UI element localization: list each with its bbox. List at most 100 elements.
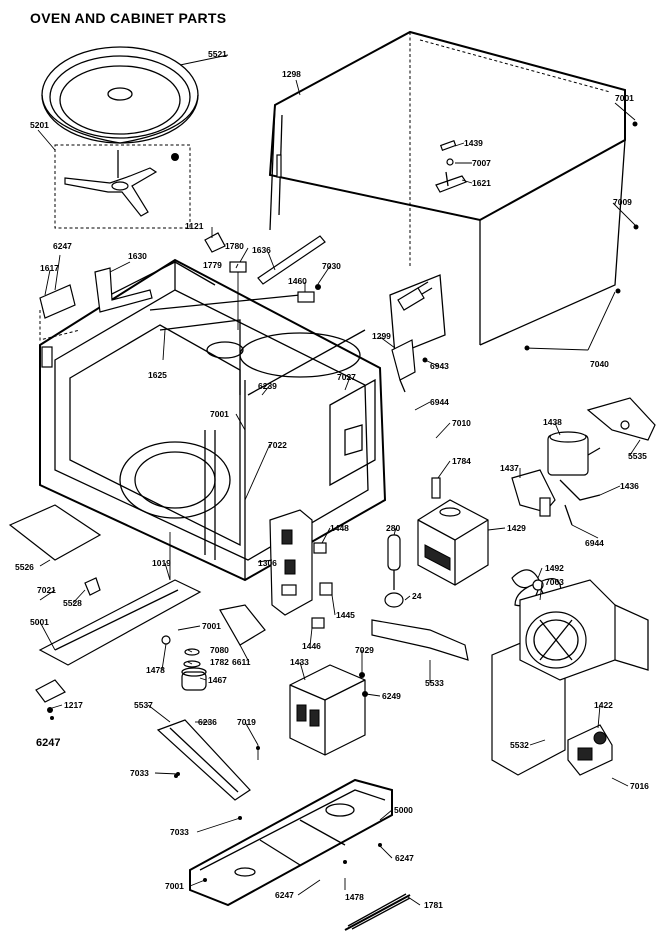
- label-7001-d: 7001: [165, 881, 184, 891]
- label-1299: 1299: [372, 331, 391, 341]
- label-1781: 1781: [424, 900, 443, 910]
- label-1445: 1445: [336, 610, 355, 620]
- turntable-tray: [41, 46, 199, 144]
- label-6236: 6236: [198, 717, 217, 727]
- turntable-motor: [161, 635, 207, 691]
- bracket-6611: [219, 604, 266, 646]
- label-1298: 1298: [282, 69, 301, 79]
- label-7033-b: 7033: [170, 827, 189, 837]
- label-6247-b: 6247: [36, 737, 60, 749]
- label-1217: 1217: [64, 700, 83, 710]
- switch-assembly-1306: [269, 509, 313, 616]
- transformer-1433: [289, 664, 368, 756]
- bracket-1299: [391, 339, 428, 393]
- screws: [50, 716, 260, 882]
- latch-parts: [435, 139, 467, 193]
- leader-lines: [37, 54, 641, 906]
- label-1478-a: 1478: [146, 665, 165, 675]
- label-5533: 5533: [425, 678, 444, 688]
- label-1436: 1436: [620, 481, 639, 491]
- label-5201: 5201: [30, 120, 49, 130]
- label-7016: 7016: [630, 781, 649, 791]
- fan-duct-5532: [491, 579, 649, 776]
- bracket-1437: [511, 469, 601, 526]
- small-switches: [311, 542, 333, 629]
- label-6247-c: 6247: [395, 853, 414, 863]
- part-1217: [35, 679, 66, 713]
- outer-cabinet: [268, 30, 639, 351]
- label-24: 24: [412, 591, 422, 601]
- label-5001: 5001: [30, 617, 49, 627]
- label-6611: 6611: [232, 657, 251, 667]
- label-1779: 1779: [203, 260, 222, 270]
- label-7010: 7010: [452, 418, 471, 428]
- label-7030: 7030: [322, 261, 341, 271]
- label-6944-a: 6944: [430, 397, 449, 407]
- label-7029: 7029: [355, 645, 374, 655]
- label-1617: 1617: [40, 263, 59, 273]
- label-6247-a: 6247: [53, 241, 72, 251]
- oven-cavity: [39, 258, 446, 582]
- label-5532: 5532: [510, 740, 529, 750]
- label-1306: 1306: [258, 558, 277, 568]
- label-5526: 5526: [15, 562, 34, 572]
- page-title: OVEN AND CABINET PARTS: [30, 10, 227, 26]
- label-7001-b: 7001: [210, 409, 229, 419]
- label-7027: 7027: [337, 372, 356, 382]
- bracket-5537: [156, 719, 259, 801]
- label-1433: 1433: [290, 657, 309, 667]
- rod-1636: [257, 235, 326, 285]
- label-5535: 5535: [628, 451, 647, 461]
- part-labels: 5521 1298 7001 5201 1439 7007 1621 7009 …: [15, 49, 649, 910]
- label-1630: 1630: [128, 251, 147, 261]
- spring-1781: [344, 893, 411, 931]
- label-7040: 7040: [590, 359, 609, 369]
- label-1467: 1467: [208, 675, 227, 685]
- bracket-5535: [586, 397, 656, 441]
- label-1625: 1625: [148, 370, 167, 380]
- label-7063: 7063: [545, 577, 564, 587]
- fuse-280: [384, 534, 404, 608]
- plug: [397, 281, 433, 311]
- label-7021: 7021: [37, 585, 56, 595]
- label-1446: 1446: [302, 641, 321, 651]
- label-1492: 1492: [545, 563, 564, 573]
- base-plate-5000: [189, 778, 393, 907]
- label-7019: 7019: [237, 717, 256, 727]
- motor-1422: [567, 724, 613, 776]
- label-1448: 1448: [330, 523, 349, 533]
- label-1437: 1437: [500, 463, 519, 473]
- label-6249: 6249: [382, 691, 401, 701]
- roller-support: [54, 144, 191, 229]
- label-5000: 5000: [394, 805, 413, 815]
- capacitor-1438: [547, 431, 601, 476]
- label-1438: 1438: [543, 417, 562, 427]
- label-5521: 5521: [208, 49, 227, 59]
- label-280: 280: [386, 523, 400, 533]
- label-1121: 1121: [185, 221, 204, 231]
- label-5528: 5528: [63, 598, 82, 608]
- label-1429: 1429: [507, 523, 526, 533]
- label-1439: 1439: [464, 138, 483, 148]
- label-1422: 1422: [594, 700, 613, 710]
- label-7001-c: 7001: [202, 621, 221, 631]
- label-5537: 5537: [134, 700, 153, 710]
- label-6247-d: 6247: [275, 890, 294, 900]
- label-7001-a: 7001: [615, 93, 634, 103]
- switch-bracket: [39, 267, 153, 341]
- part-1460: [297, 284, 321, 303]
- harness-5533: [371, 619, 469, 661]
- label-1019: 1019: [152, 558, 171, 568]
- label-1780: 1780: [225, 241, 244, 251]
- rail-5001: [38, 532, 202, 666]
- part-1784: [431, 477, 441, 499]
- label-1478-b: 1478: [345, 892, 364, 902]
- label-7009: 7009: [613, 197, 632, 207]
- label-1460: 1460: [288, 276, 307, 286]
- label-6944-b: 6944: [585, 538, 604, 548]
- label-1784: 1784: [452, 456, 471, 466]
- part-5528: [84, 577, 101, 596]
- label-6943: 6943: [430, 361, 449, 371]
- top-small-parts: [204, 232, 247, 330]
